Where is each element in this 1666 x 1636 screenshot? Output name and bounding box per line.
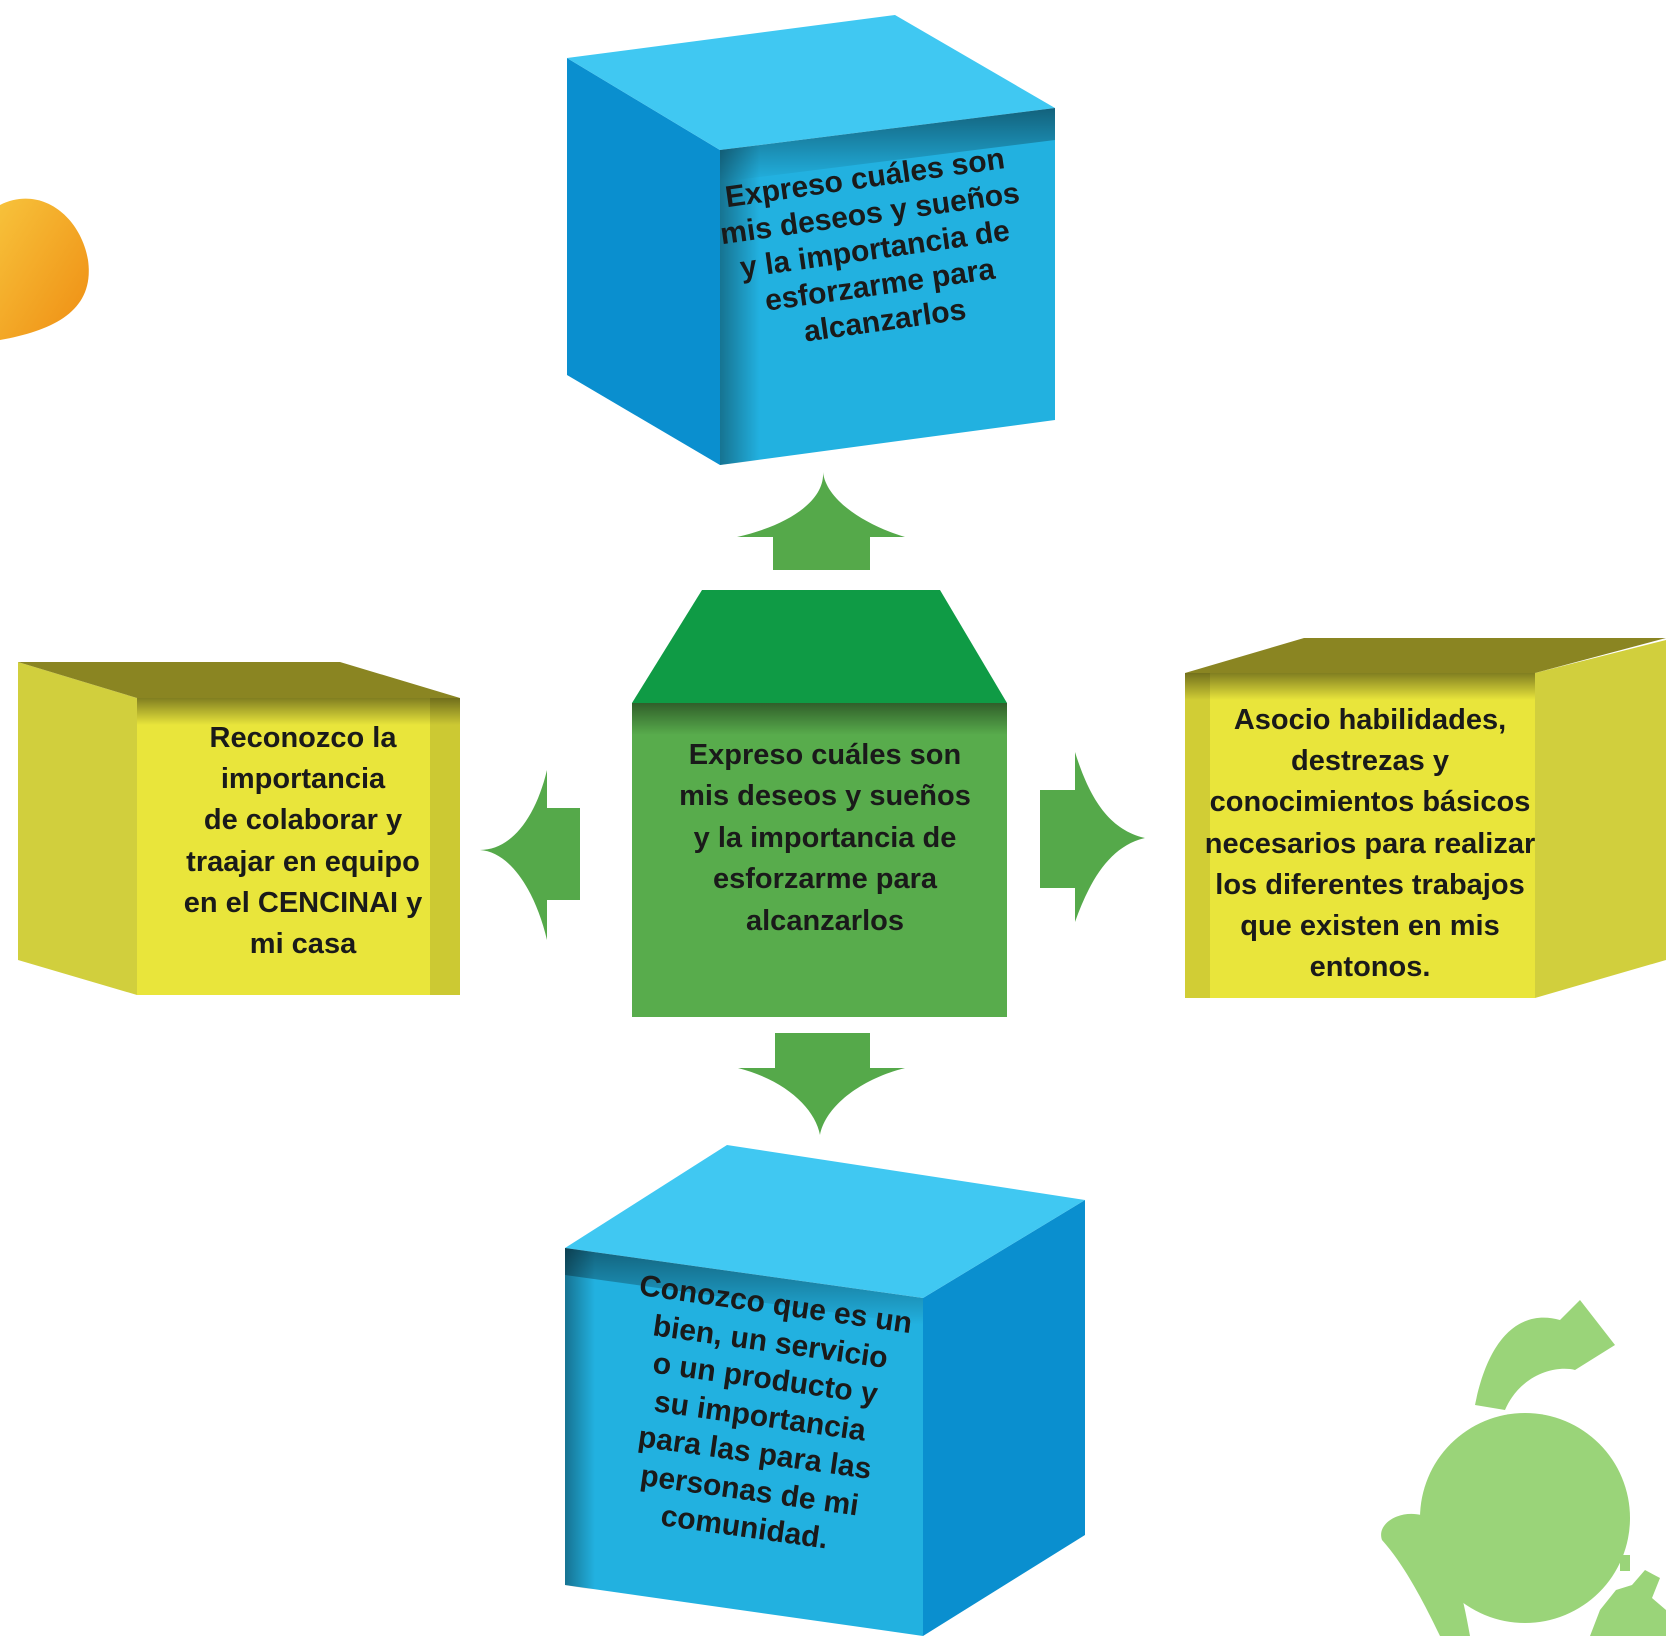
up-arrow xyxy=(737,472,905,570)
center-green-shape xyxy=(632,590,1007,1017)
right-yellow-box xyxy=(1185,638,1666,998)
top-blue-cube xyxy=(567,15,1055,465)
green-character-decoration xyxy=(1381,1300,1666,1636)
right-arrow xyxy=(1040,752,1145,922)
bottom-blue-cube xyxy=(565,1145,1085,1636)
bottom-cube-label: Conozco que es un bien, un servicio o un… xyxy=(636,1269,915,1556)
left-arrow xyxy=(480,770,580,940)
left-yellow-box xyxy=(18,662,460,995)
down-arrow xyxy=(738,1033,905,1135)
left-box-label: Reconozco la importancia de colaborar y … xyxy=(183,722,423,960)
center-label: Expreso cuáles son mis deseos y sueños y… xyxy=(679,739,971,937)
right-box-label: Asocio habilidades, destrezas y conocimi… xyxy=(1204,704,1536,984)
orange-blob-decoration xyxy=(0,198,89,340)
